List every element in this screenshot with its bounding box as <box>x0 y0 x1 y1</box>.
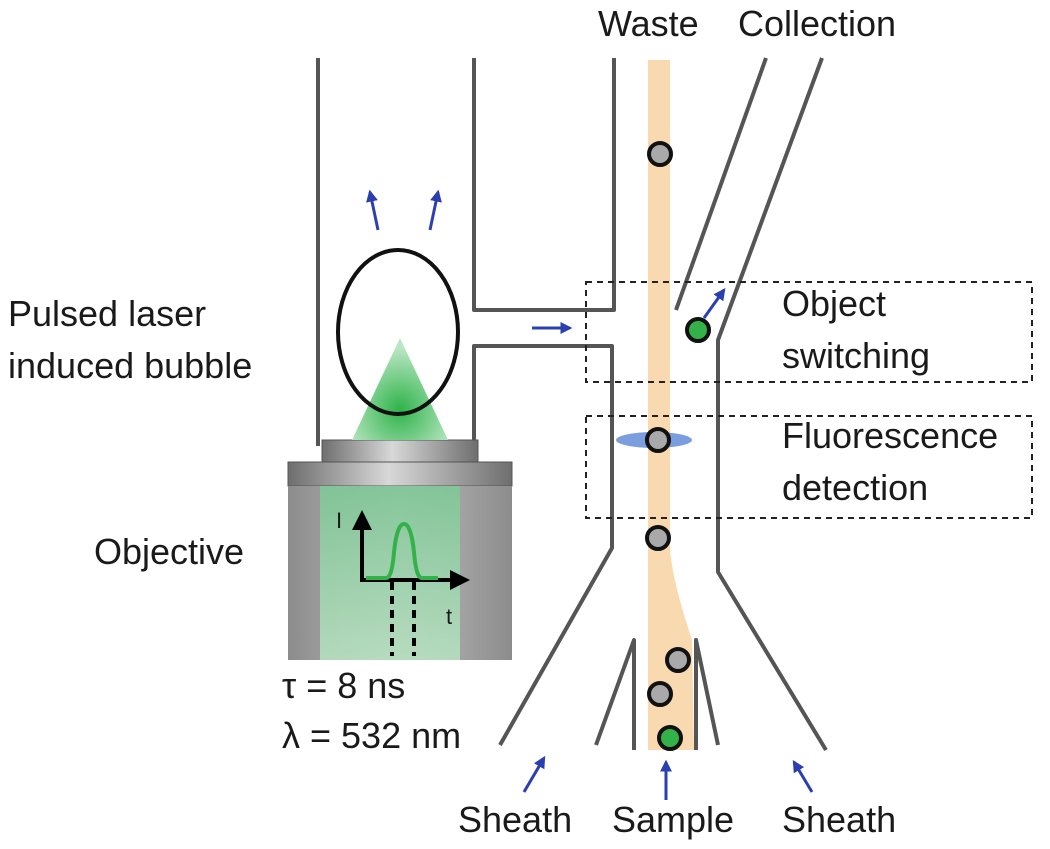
cell-green <box>657 725 683 751</box>
fluorescence-line2: detection <box>782 467 928 508</box>
waste-label: Waste <box>598 3 699 44</box>
sheath-right-arrow <box>792 759 814 793</box>
laser-label-line1: Pulsed laser <box>8 293 206 334</box>
bubble-flow-arrow-left <box>366 189 380 231</box>
lambda-label: λ = 532 nm <box>282 715 461 756</box>
sorted-cell-arrow <box>702 288 726 319</box>
chamber-right-wall-upper <box>472 58 616 312</box>
sheath-left-label: Sheath <box>458 799 572 840</box>
chamber-right-wall-lower <box>472 344 614 746</box>
cell-gray <box>645 427 671 453</box>
fluorescence-line1: Fluorescence <box>782 415 998 456</box>
cell-green-sorted <box>685 317 711 343</box>
switching-region-box <box>585 281 1033 383</box>
sample-stream <box>648 60 694 750</box>
object-switching-line2: switching <box>782 335 930 376</box>
tau-label: τ = 8 ns <box>282 665 405 706</box>
pulse-plot: I t <box>336 508 470 656</box>
sample-inlet-left-wall <box>594 638 636 750</box>
laser-bubble <box>336 248 460 416</box>
sample-label: Sample <box>612 799 734 840</box>
collection-label: Collection <box>738 3 896 44</box>
sheath-left-arrow <box>522 755 546 793</box>
bubble-flow-arrow-right <box>428 189 442 231</box>
cell-gray <box>647 681 673 707</box>
cell-gray <box>665 647 691 673</box>
objective-collar <box>287 461 513 487</box>
laser-label-line2: induced bubble <box>8 345 252 386</box>
cell-gray <box>645 525 671 551</box>
laser-cone <box>352 338 448 440</box>
sample-inlet-right-wall <box>694 638 720 750</box>
plot-x-label: t <box>446 604 452 629</box>
object-switching-line1: Object <box>782 283 886 324</box>
cell-gray <box>647 141 673 167</box>
pulse-curve <box>366 521 438 580</box>
channel-right-wall <box>674 57 768 311</box>
objective-cap <box>321 439 479 463</box>
objective-label: Objective <box>94 531 244 572</box>
plot-y-label: I <box>336 508 342 533</box>
detection-region-box <box>585 415 1033 519</box>
sheath-right-label: Sheath <box>782 799 896 840</box>
collection-channel-wall <box>716 57 828 752</box>
